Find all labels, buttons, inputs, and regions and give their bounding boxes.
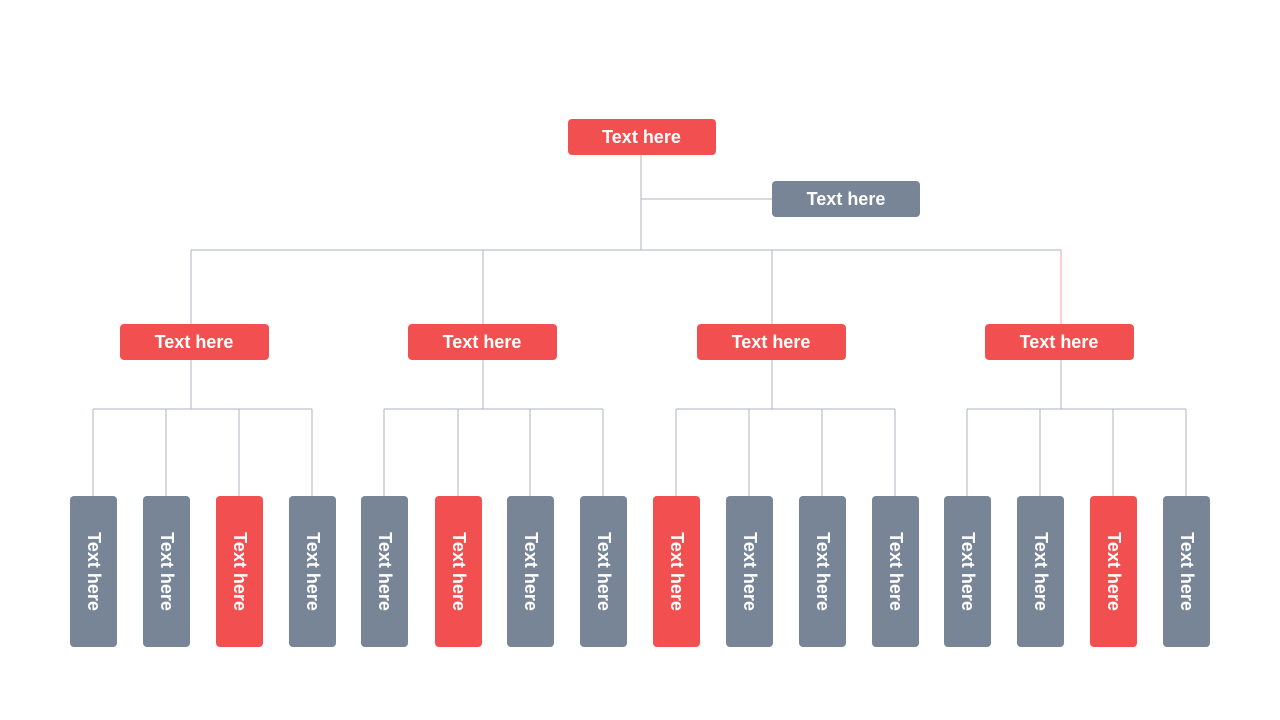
branch-node-1-label: Text here (154, 331, 234, 352)
leaf-node-3-4[interactable]: Text here (871, 496, 919, 647)
leaf-node-4-2-label: Text here (1030, 532, 1051, 611)
leaf-node-2-2-label: Text here (448, 532, 469, 611)
leaf-node-4-4-label: Text here (1176, 532, 1197, 611)
leaf-node-2-1[interactable]: Text here (360, 496, 408, 647)
leaf-node-1-3[interactable]: Text here (215, 496, 263, 647)
leaf-node-4-3-label: Text here (1103, 532, 1124, 611)
leaf-node-3-1-label: Text here (666, 532, 687, 611)
branch-node-3-label: Text here (731, 331, 811, 352)
leaf-node-1-2[interactable]: Text here (142, 496, 190, 647)
leaf-node-4-3[interactable]: Text here (1089, 496, 1137, 647)
leaf-node-4-4[interactable]: Text here (1162, 496, 1210, 647)
root-node-label: Text here (602, 126, 681, 147)
leaf-node-1-4[interactable]: Text here (288, 496, 336, 647)
branch-node-3[interactable]: Text here (696, 324, 846, 360)
leaf-node-3-2[interactable]: Text here (725, 496, 773, 647)
leaf-node-2-2[interactable]: Text here (434, 496, 482, 647)
branch-node-2[interactable]: Text here (407, 324, 557, 360)
leaf-node-3-2-label: Text here (739, 532, 760, 611)
leaf-node-4-1[interactable]: Text here (943, 496, 991, 647)
leaf-node-2-3-label: Text here (520, 532, 541, 611)
leaf-node-1-3-label: Text here (229, 532, 250, 611)
leaf-node-3-3-label: Text here (812, 532, 833, 611)
leaf-node-4-2[interactable]: Text here (1016, 496, 1064, 647)
leaf-node-2-4[interactable]: Text here (579, 496, 627, 647)
leaf-node-1-1-label: Text here (83, 532, 104, 611)
leaf-node-3-4-label: Text here (885, 532, 906, 611)
side-node-label: Text here (806, 188, 886, 209)
leaf-node-3-1[interactable]: Text here (652, 496, 700, 647)
branch-node-1[interactable]: Text here (119, 324, 269, 360)
leaf-node-1-4-label: Text here (302, 532, 323, 611)
leaf-node-1-1[interactable]: Text here (69, 496, 117, 647)
leaf-node-1-2-label: Text here (156, 532, 177, 611)
leaf-node-2-3[interactable]: Text here (506, 496, 554, 647)
branch-node-2-label: Text here (442, 331, 522, 352)
leaf-node-2-1-label: Text here (374, 532, 395, 611)
leaf-node-3-3[interactable]: Text here (798, 496, 846, 647)
side-node[interactable]: Text here (772, 181, 920, 217)
leaf-node-2-4-label: Text here (593, 532, 614, 611)
branch-node-4-label: Text here (1019, 331, 1099, 352)
leaf-node-4-1-label: Text here (957, 532, 978, 611)
branch-node-4[interactable]: Text here (984, 324, 1134, 360)
root-node[interactable]: Text here (567, 119, 716, 155)
